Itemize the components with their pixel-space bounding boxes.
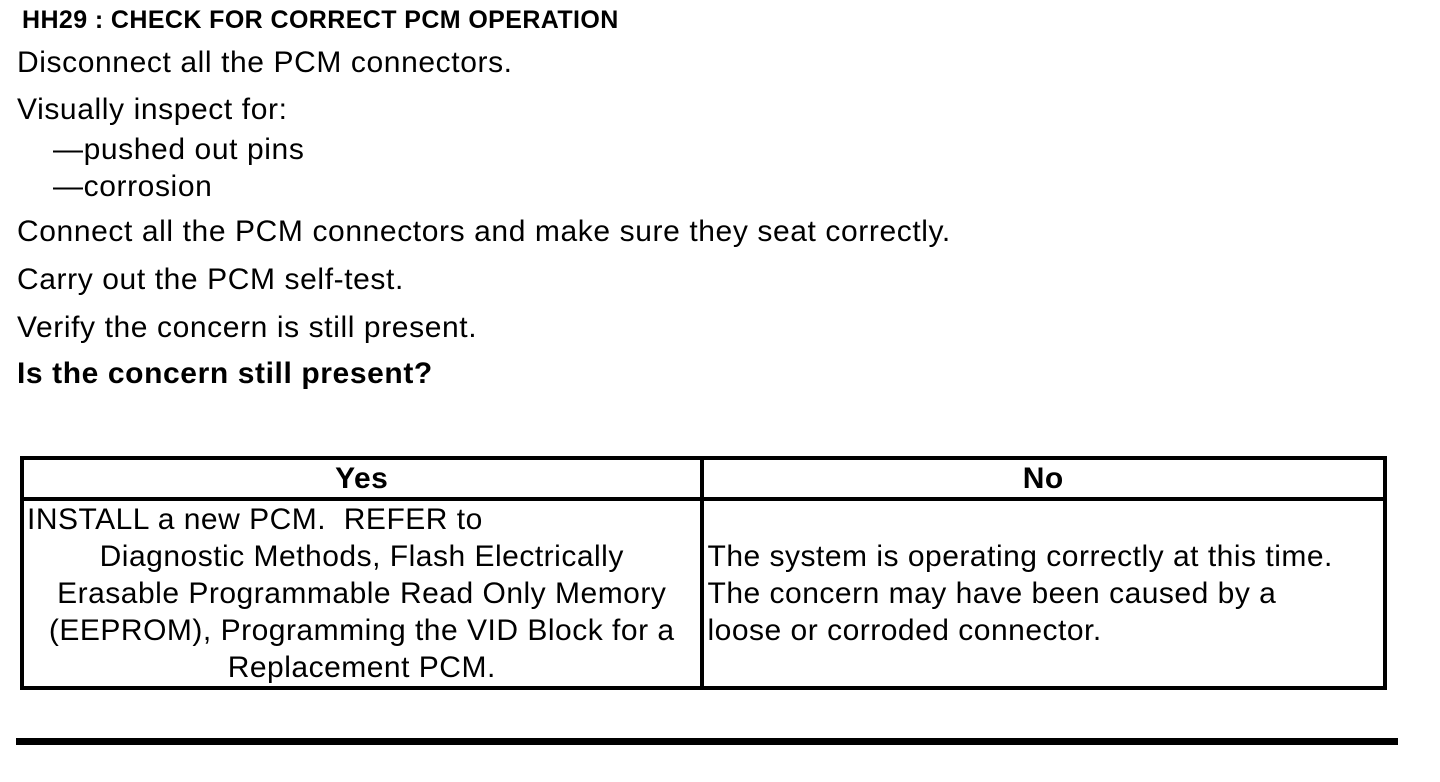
step-disconnect-connectors: Disconnect all the PCM connectors.	[17, 46, 513, 79]
yes-action-line: (EEPROM), Programming the VID Block for …	[48, 614, 675, 647]
yes-action-line: Erasable Programmable Read Only Memory	[57, 577, 667, 610]
no-action-line: The system is operating correctly at thi…	[707, 540, 1333, 573]
yes-action-line: Diagnostic Methods, Flash Electrically	[99, 540, 624, 573]
step-self-test: Carry out the PCM self-test.	[17, 263, 404, 296]
page-divider-rule	[16, 738, 1398, 745]
step-connect-connectors: Connect all the PCM connectors and make …	[17, 215, 951, 248]
yes-action-line: INSTALL a new PCM. REFER to	[27, 503, 483, 536]
step-visually-inspect: Visually inspect for:	[17, 93, 288, 126]
test-step-title: HH29 : CHECK FOR CORRECT PCM OPERATION	[22, 6, 619, 34]
no-action-line: The concern may have been caused by a	[707, 577, 1277, 610]
no-action-cell: The system is operating correctly at thi…	[704, 501, 1384, 686]
yes-action-cell: INSTALL a new PCM. REFER to Diagnostic M…	[24, 501, 704, 686]
no-action-line: loose or corroded connector.	[707, 614, 1102, 647]
yes-no-results-table: Yes No INSTALL a new PCM. REFER to Diagn…	[20, 456, 1387, 690]
yes-action-line: Replacement PCM.	[227, 651, 496, 684]
inspect-item-corrosion: —corrosion	[53, 170, 213, 203]
decision-question: Is the concern still present?	[17, 357, 433, 390]
inspect-item-pushed-out-pins: —pushed out pins	[53, 133, 305, 166]
yes-column-header: Yes	[24, 460, 704, 501]
no-column-header: No	[703, 460, 1383, 501]
step-verify-concern: Verify the concern is still present.	[17, 311, 478, 344]
